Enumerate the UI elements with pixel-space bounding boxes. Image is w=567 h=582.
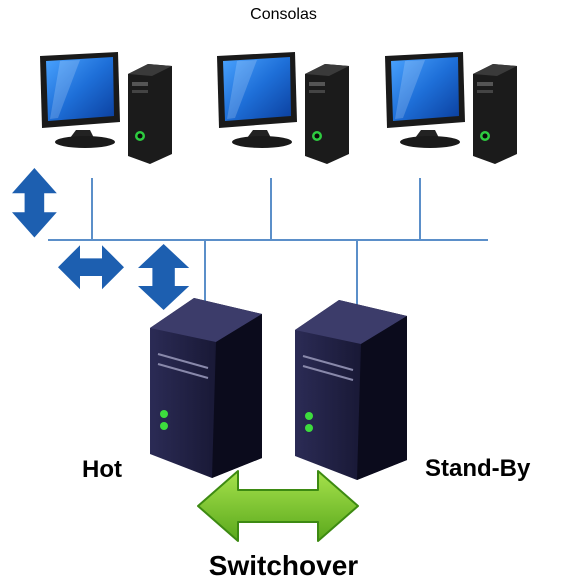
- vertical-double-arrow-icon: [12, 167, 57, 238]
- console-computer-1-icon: [40, 52, 172, 164]
- consoles-title: Consolas: [250, 6, 317, 23]
- vertical-double-arrow-icon: [138, 244, 190, 310]
- hot-label: Hot: [82, 456, 122, 483]
- console-computer-3-icon: [385, 52, 517, 164]
- network-lines: [48, 178, 488, 305]
- hot-server-icon: [149, 297, 263, 479]
- standby-label: Stand-By: [425, 455, 531, 482]
- standby-server-icon: [294, 299, 408, 481]
- switchover-label: Switchover: [208, 550, 359, 581]
- switchover-arrow-icon: [197, 470, 359, 542]
- horizontal-double-arrow-icon: [58, 245, 124, 290]
- console-computer-2-icon: [217, 52, 349, 164]
